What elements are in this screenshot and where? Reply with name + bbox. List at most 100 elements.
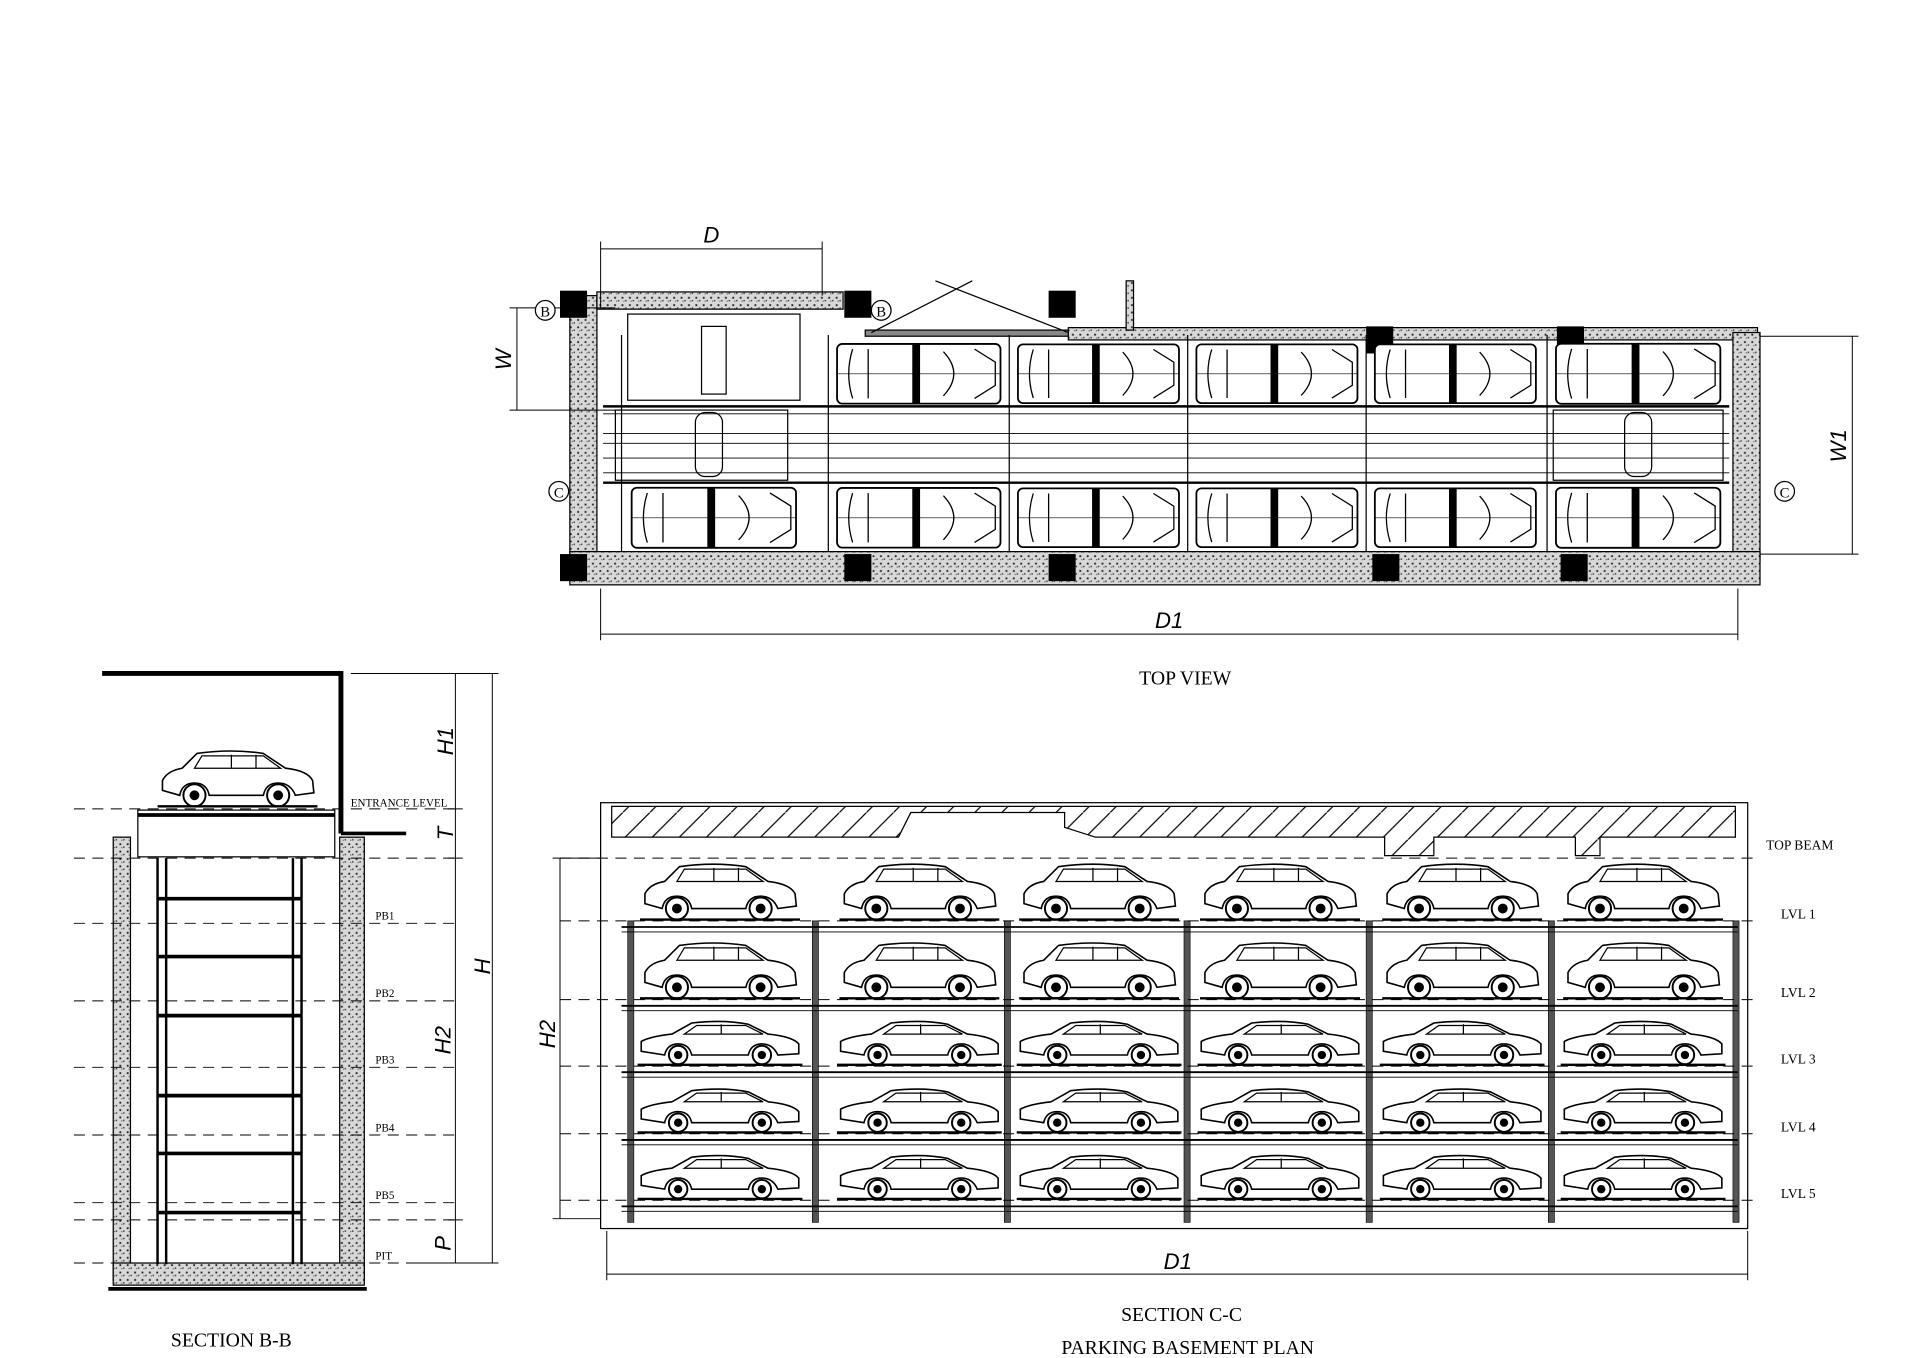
right-wall [1732, 331, 1761, 561]
structural-column [844, 554, 872, 582]
lift-platform [137, 809, 336, 858]
level-label-lvl-5: LVL 5 [1781, 1186, 1816, 1201]
dimension-w1: W1 [1760, 335, 1859, 555]
stored-car-sedan [1016, 1020, 1182, 1067]
entrance-door-swing [871, 280, 1069, 334]
marker-letter: B [876, 305, 886, 321]
stored-car-sedan [1197, 1020, 1363, 1067]
stored-car-sedan [1016, 1154, 1182, 1201]
marker-letter: B [540, 305, 550, 321]
section-c-c-title: SECTION C-C [1121, 1304, 1242, 1326]
dimension-w: W [491, 307, 616, 411]
shuttle-left [614, 409, 789, 481]
shuttle-right [1552, 409, 1724, 481]
dim-label-w1: W1 [1826, 429, 1851, 462]
stored-car-sedan [1197, 1087, 1363, 1134]
pit-label: PIT [375, 1250, 392, 1262]
entrance-canopy [102, 671, 344, 834]
level-label-lvl-4: LVL 4 [1781, 1119, 1816, 1134]
left-wall [569, 295, 598, 574]
structural-column [844, 290, 872, 318]
stored-car-sedan [836, 1154, 1002, 1201]
stored-car-suv [839, 863, 1000, 921]
dim-label-h2-c: H2 [535, 1020, 560, 1048]
top-view: D W W1 D1 B B C C TOP VIEW [491, 223, 1859, 690]
level-label-lvl-3: LVL 3 [1781, 1052, 1816, 1067]
level-label-lvl-2: LVL 2 [1781, 985, 1816, 1000]
top-view-parked-car [1373, 343, 1537, 405]
top-beam-label: TOP BEAM [1766, 837, 1833, 852]
stored-car-sedan [637, 1154, 803, 1201]
shaft-wall-right [339, 836, 365, 1281]
dim-label-h: H [470, 957, 495, 974]
structural-column [1560, 554, 1588, 582]
dim-label-t: T [433, 825, 458, 840]
dimension-d1-c: D1 [606, 1231, 1749, 1281]
structural-column [560, 554, 588, 582]
stored-car-sedan [1379, 1087, 1545, 1134]
lift-carriage [700, 325, 727, 395]
shaft-wall-left [112, 836, 132, 1281]
shuttle-carriage [1624, 411, 1653, 478]
car-on-platform [157, 749, 318, 808]
structural-column [1372, 554, 1400, 582]
dim-label-d: D [703, 223, 719, 248]
top-view-parked-car [1195, 343, 1359, 405]
top-view-parked-car [1195, 487, 1359, 549]
top-view-parked-car [1555, 342, 1722, 405]
dim-label-h1: H1 [433, 727, 458, 755]
stored-car-suv [1563, 941, 1724, 1000]
parking-grid [603, 313, 1730, 552]
section-marker-c-left: C [548, 480, 570, 502]
stored-car-suv [1382, 863, 1543, 921]
dim-label-d1-c: D1 [1164, 1249, 1192, 1274]
stored-car-sedan [836, 1020, 1002, 1067]
stored-car-sedan [1560, 1087, 1726, 1134]
section-marker-c-right: C [1774, 480, 1796, 502]
lift-platform-top [627, 313, 801, 401]
stored-car-suv [1019, 863, 1180, 921]
top-view-parked-car [630, 486, 797, 549]
stored-car-sedan [1016, 1087, 1182, 1134]
stored-car-suv [1019, 941, 1180, 1000]
level-label-pb1: PB1 [375, 911, 394, 923]
dimension-d: D [600, 223, 823, 308]
dimensions-b-b: H1 T H2 P H [350, 672, 499, 1264]
dimension-h2-c: H2 [535, 857, 601, 1220]
stored-cars [637, 863, 1726, 1201]
shaft-floor [112, 1262, 365, 1286]
basement-outline [600, 802, 1749, 1230]
dim-label-h2: H2 [430, 1026, 455, 1054]
stored-car-sedan [637, 1020, 803, 1067]
shuttle-carriage [694, 411, 724, 478]
top-view-parked-car [836, 487, 1002, 549]
top-beam-slab [611, 805, 1736, 857]
parking-basement-plan-title: PARKING BASEMENT PLAN [1061, 1337, 1314, 1358]
level-label-pb5: PB5 [375, 1190, 395, 1202]
top-wall [1067, 327, 1759, 341]
dim-label-w: W [491, 347, 516, 370]
stored-car-suv [640, 863, 800, 921]
stored-car-sedan [1560, 1154, 1726, 1201]
lift-rails [156, 858, 303, 1265]
level-label-pb3: PB3 [375, 1055, 395, 1067]
level-label-lvl-1: LVL 1 [1781, 906, 1816, 921]
dim-label-p: P [430, 1236, 455, 1251]
top-view-parked-car [1555, 486, 1722, 549]
section-b-b-title: SECTION B-B [171, 1330, 292, 1352]
stored-car-sedan [1379, 1154, 1545, 1201]
level-lines: LVL 1 LVL 2 LVL 3 LVL 4 LVL 5 [560, 857, 1816, 1201]
stored-car-suv [839, 941, 1000, 1000]
dim-label-d1: D1 [1155, 608, 1183, 633]
top-view-parked-car [1017, 343, 1180, 405]
stored-car-suv [1200, 941, 1360, 1000]
stored-car-suv [1200, 863, 1360, 921]
level-label-pb2: PB2 [375, 988, 394, 1000]
top-view-parked-car [1373, 487, 1537, 549]
lift-wall-top [596, 291, 844, 310]
structural-column [1048, 554, 1076, 582]
